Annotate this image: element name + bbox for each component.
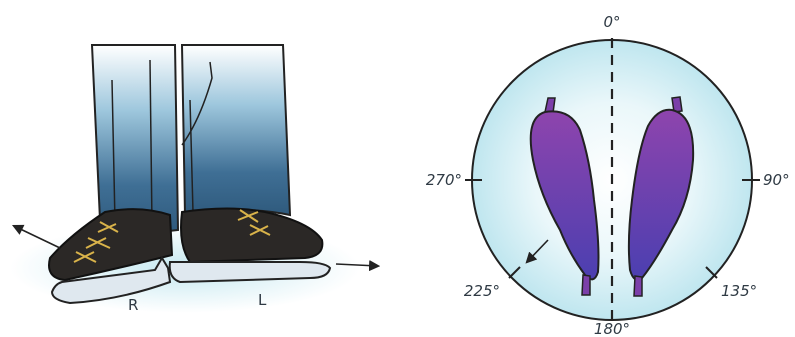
right-boot — [48, 208, 174, 282]
right-blade — [50, 256, 172, 305]
left-boot-laces — [237, 209, 271, 236]
right-skate-label: R — [128, 296, 138, 314]
right-trouser-leg — [90, 44, 180, 234]
skates-figure: R L — [10, 44, 381, 314]
left-skate-label: L — [258, 291, 267, 309]
right-boot-laces — [73, 221, 119, 263]
angle-label-270: 270° — [426, 171, 462, 189]
angle-label-180: 180° — [594, 320, 630, 337]
angle-label-135: 135° — [721, 282, 757, 300]
right-push-arrow — [11, 224, 61, 249]
direction-dial: 0° 90° 270° 225° 135° 180° — [426, 13, 790, 337]
angle-label-225: 225° — [464, 282, 500, 300]
angle-label-90: 90° — [763, 171, 790, 189]
tick-135 — [705, 266, 718, 279]
push-direction-arrow — [525, 239, 549, 264]
left-trouser-leg — [180, 44, 292, 217]
left-footprint — [529, 97, 600, 296]
left-glide-arrow — [335, 259, 381, 272]
left-blade — [168, 261, 332, 284]
right-footprint — [627, 96, 695, 297]
tick-225 — [508, 266, 521, 279]
angle-label-0: 0° — [603, 13, 620, 31]
